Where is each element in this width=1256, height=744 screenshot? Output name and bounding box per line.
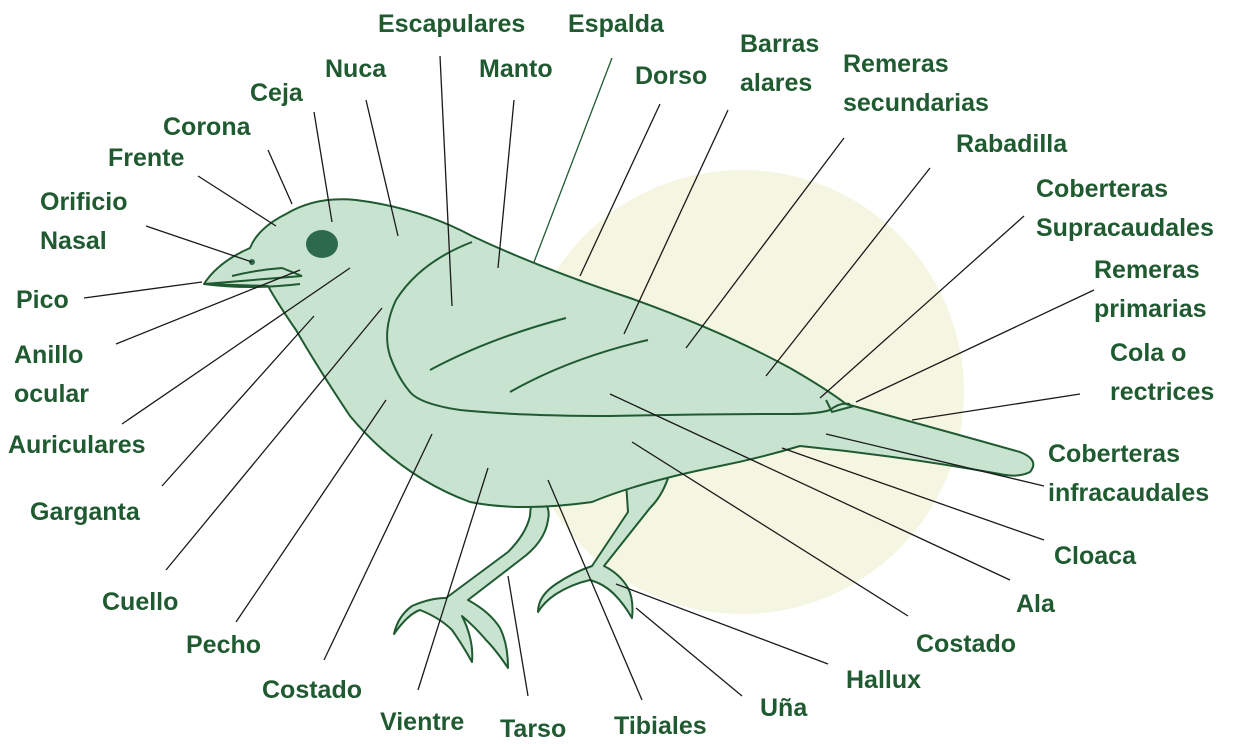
label-coberteras-supracaudales-line1: Coberteras <box>1036 175 1168 203</box>
label-espalda: Espalda <box>568 10 665 38</box>
label-barras-line1: Barras <box>740 30 819 58</box>
label-hallux: Hallux <box>846 666 921 694</box>
label-escapulares: Escapulares <box>378 10 525 38</box>
leader-orificio-nasal <box>146 226 252 262</box>
label-remeras-secundarias-line2: secundarias <box>843 89 989 117</box>
label-orificio-line1: Orificio <box>40 188 128 216</box>
leader-frente <box>198 176 276 226</box>
label-vientre: Vientre <box>380 708 464 736</box>
leader-pecho <box>236 400 386 622</box>
bird-eye <box>306 230 338 258</box>
label-nuca: Nuca <box>325 55 387 83</box>
label-cloaca: Cloaca <box>1054 542 1137 570</box>
leader-garganta <box>162 316 314 486</box>
label-costado-right: Costado <box>916 630 1016 658</box>
label-orificio-line2: Nasal <box>40 227 107 255</box>
label-ceja: Ceja <box>250 79 304 107</box>
label-anillo-line2: ocular <box>14 380 89 408</box>
leader-tarso <box>508 576 528 696</box>
label-coberteras-infracaudales-line1: Coberteras <box>1048 440 1180 468</box>
label-coberteras-supracaudales-line2: Supracaudales <box>1036 214 1214 242</box>
label-remeras-secundarias-line1: Remeras <box>843 50 949 78</box>
label-pecho: Pecho <box>186 631 261 659</box>
label-costado-left: Costado <box>262 676 362 704</box>
label-cola-line1: Cola o <box>1110 339 1186 367</box>
leader-una <box>636 608 742 696</box>
label-dorso: Dorso <box>635 62 707 90</box>
label-remeras-primarias-line1: Remeras <box>1094 256 1200 284</box>
leader-cuello <box>166 308 382 570</box>
label-auriculares: Auriculares <box>8 431 146 459</box>
label-anillo-line1: Anillo <box>14 341 83 369</box>
label-garganta: Garganta <box>30 498 141 526</box>
label-manto: Manto <box>479 55 553 83</box>
label-pico: Pico <box>16 286 69 314</box>
label-una: Uña <box>760 694 808 722</box>
label-cuello: Cuello <box>102 588 178 616</box>
leader-manto <box>498 100 514 268</box>
label-barras-line2: alares <box>740 69 812 97</box>
label-rabadilla: Rabadilla <box>956 130 1068 158</box>
label-tibiales: Tibiales <box>614 712 707 740</box>
label-coberteras-infracaudales-line2: infracaudales <box>1048 479 1209 507</box>
label-cola-line2: rectrices <box>1110 378 1214 406</box>
leader-corona <box>268 150 292 204</box>
label-ala: Ala <box>1016 590 1056 618</box>
label-corona: Corona <box>163 113 252 141</box>
label-tarso: Tarso <box>500 715 566 743</box>
leader-pico <box>84 282 202 298</box>
label-frente: Frente <box>108 144 185 172</box>
label-remeras-primarias-line2: primarias <box>1094 295 1207 323</box>
front-leg <box>394 492 549 668</box>
